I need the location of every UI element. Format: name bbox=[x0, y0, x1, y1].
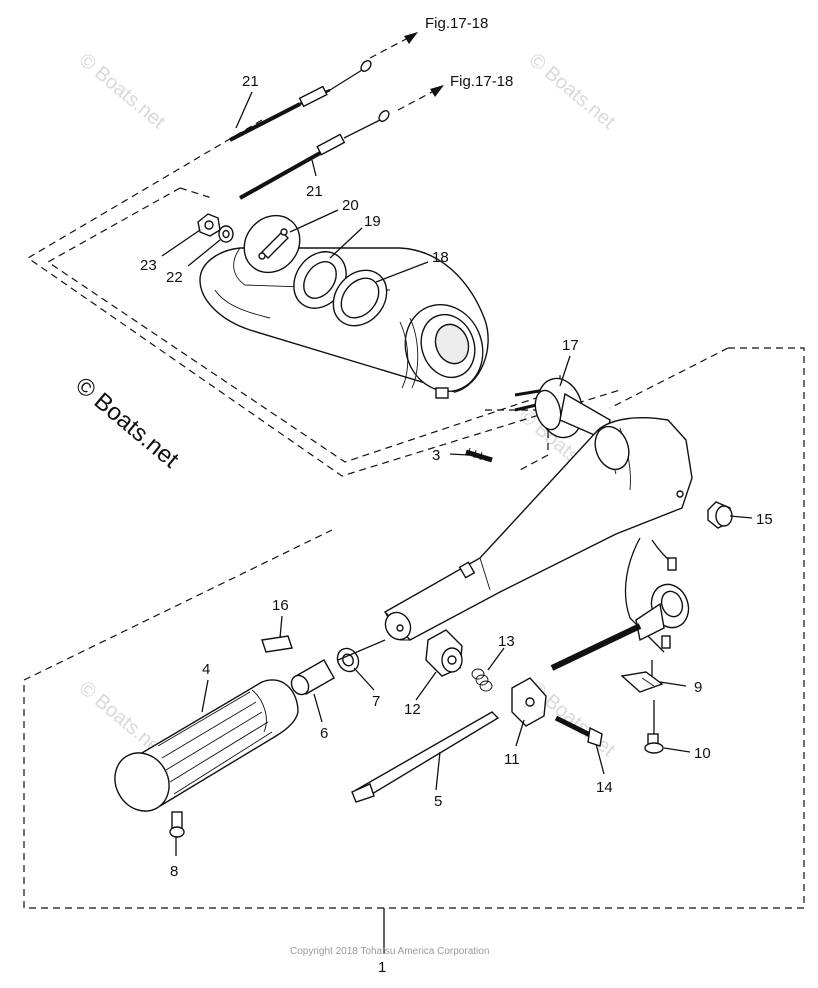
callout-11: 11 bbox=[504, 751, 520, 768]
callout-18: 18 bbox=[432, 249, 449, 266]
lock-plate bbox=[620, 671, 664, 693]
assembly-dashed-outlines bbox=[23, 119, 805, 909]
seal-rubber bbox=[293, 251, 347, 309]
washer bbox=[218, 225, 234, 243]
callout-5: 5 bbox=[434, 793, 442, 810]
callout-3: 3 bbox=[432, 447, 440, 464]
figure-reference-top: Fig.17-18 bbox=[369, 15, 488, 59]
leader-lines bbox=[161, 91, 753, 954]
clamp-block bbox=[511, 677, 547, 727]
stop-switch-wire bbox=[624, 537, 677, 653]
sleeve bbox=[290, 659, 335, 696]
callout-17: 17 bbox=[562, 337, 579, 354]
stud-bolt bbox=[465, 447, 493, 463]
watermark-faint-2: © Boats.net bbox=[525, 49, 620, 133]
throttle-cable-lower bbox=[239, 110, 390, 200]
friction-piece bbox=[425, 629, 463, 677]
callout-19: 19 bbox=[364, 213, 381, 230]
callout-23: 23 bbox=[140, 257, 157, 274]
throttle-adjust-knob bbox=[550, 583, 690, 671]
fig-ref-label-1: Fig.17-18 bbox=[425, 15, 488, 32]
hex-bolt bbox=[554, 715, 603, 747]
watermark-main: © Boats.net bbox=[70, 372, 184, 474]
callout-10: 10 bbox=[694, 745, 711, 762]
callout-15: 15 bbox=[756, 511, 773, 528]
label-sticker bbox=[261, 635, 293, 653]
tiller-handle-arm bbox=[383, 417, 693, 641]
grommet-ring bbox=[332, 269, 388, 327]
grip-screw bbox=[169, 811, 185, 838]
fig-ref-label-2: Fig.17-18 bbox=[450, 73, 513, 90]
figure-reference-second: Fig.17-18 bbox=[397, 73, 513, 111]
copyright-notice: Copyright 2018 Tohatsu America Corporati… bbox=[290, 946, 489, 957]
callout-21-lower: 21 bbox=[306, 183, 323, 200]
spring bbox=[471, 668, 493, 692]
throttle-cable-upper bbox=[229, 60, 372, 142]
bushing bbox=[336, 647, 360, 673]
callout-20: 20 bbox=[342, 197, 359, 214]
callout-22: 22 bbox=[166, 269, 183, 286]
nut bbox=[197, 213, 221, 237]
callout-12: 12 bbox=[404, 701, 421, 718]
callout-numbers: 21 21 20 19 18 23 22 17 3 15 16 13 4 9 7… bbox=[140, 73, 773, 976]
callout-1: 1 bbox=[378, 959, 386, 976]
screw-small bbox=[644, 733, 664, 754]
callout-14: 14 bbox=[596, 779, 613, 796]
callout-16: 16 bbox=[272, 597, 289, 614]
watermark-faint-1: © Boats.net bbox=[75, 49, 170, 133]
grommet-cap bbox=[707, 501, 733, 529]
callout-6: 6 bbox=[320, 725, 328, 742]
throttle-grip bbox=[114, 679, 299, 812]
callout-8: 8 bbox=[170, 863, 178, 880]
callout-21-upper: 21 bbox=[242, 73, 259, 90]
throttle-shaft-bushing bbox=[514, 377, 611, 441]
callout-7: 7 bbox=[372, 693, 380, 710]
callout-9: 9 bbox=[694, 679, 702, 696]
cable-guide-plate bbox=[243, 214, 301, 274]
callout-13: 13 bbox=[498, 633, 515, 650]
callout-4: 4 bbox=[202, 661, 210, 678]
throttle-shaft bbox=[351, 711, 500, 803]
